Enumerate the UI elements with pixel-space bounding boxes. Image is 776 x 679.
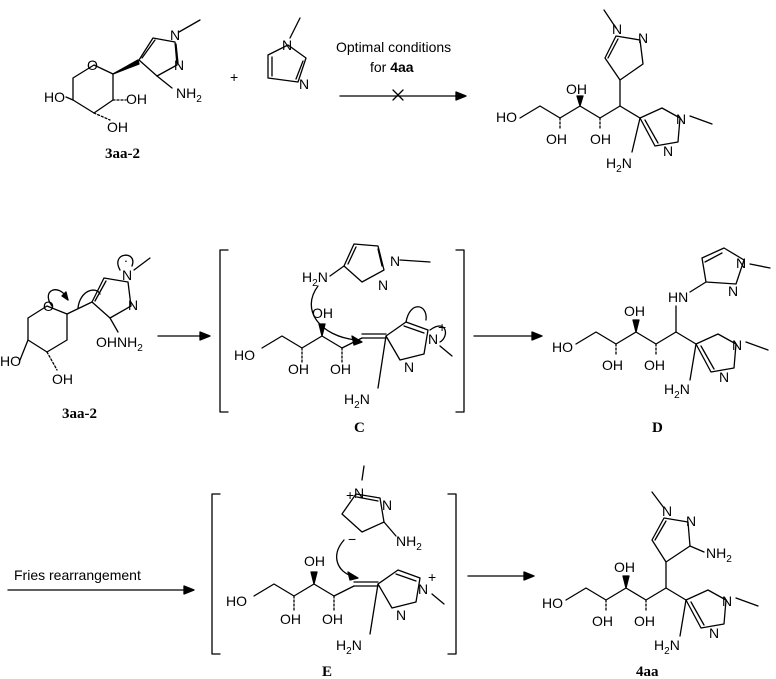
e-oh-a: OH — [280, 611, 301, 627]
ring-oxygen: O — [87, 57, 98, 73]
e-top-n1: N — [354, 485, 364, 501]
d-h2n: H2N — [664, 381, 690, 401]
intermediate-C: N N H2N HO OH OH OH N + N H2N C — [219, 243, 465, 436]
label-3aa-2-row1: 3aa-2 — [105, 146, 140, 162]
pz-n2: N — [299, 76, 309, 92]
f-top-n2: N — [686, 513, 696, 529]
p1-bot-n1: N — [676, 111, 686, 127]
r2-oh-b: OH — [52, 371, 73, 387]
oh-2: OH — [107, 119, 128, 135]
pz-n1: N — [282, 37, 292, 53]
p1-h2n: H2N — [606, 155, 632, 175]
label-E: E — [322, 664, 332, 679]
e-ring-n1: N — [418, 581, 428, 597]
row1-reactant-3aa-2: O N N NH2 HO OH OH 3aa-2 — [44, 19, 202, 162]
label-4aa: 4aa — [636, 664, 659, 679]
d-oh-a: OH — [602, 357, 623, 373]
row1-reactant-methylpyrazole: N N — [267, 17, 309, 92]
r2-ho: HO — [0, 353, 21, 369]
r2-n2: N — [128, 297, 138, 313]
condition-line2: for 4aa — [370, 59, 414, 75]
f-oh-b: OH — [614, 559, 635, 575]
n2: N — [174, 57, 184, 73]
label-D: D — [652, 420, 663, 436]
intermediate-E: + N N − NH2 HO OH OH OH N + N H2N E — [211, 465, 457, 679]
f-bot-n2: N — [709, 625, 719, 641]
r2-lone-pair: : — [124, 249, 128, 265]
d-oh-b: OH — [624, 303, 645, 319]
d-oh-c: OH — [644, 357, 665, 373]
row3-arrow-fries: Fries rearrangement — [7, 567, 195, 595]
ho-1: HO — [44, 89, 65, 105]
f-bot-n1: N — [722, 593, 732, 609]
d-hn: HN — [668, 289, 688, 305]
p1-oh-b: OH — [566, 81, 587, 97]
c-oh-a: OH — [288, 361, 309, 377]
c-oh-c: OH — [330, 361, 351, 377]
row2-start-3aa-2: O N N : OHNH2 HO OH 3aa-2 — [0, 249, 151, 422]
e-minus: − — [348, 531, 356, 547]
r2-ring-o: O — [43, 298, 54, 314]
f-ho: HO — [542, 595, 563, 611]
nh2-label: NH2 — [176, 85, 202, 105]
p1-top-n1: N — [612, 21, 622, 37]
plus-sign: + — [230, 69, 238, 85]
e-oh-b: OH — [304, 553, 325, 569]
f-oh-a: OH — [592, 613, 613, 629]
d-bot-n2: N — [719, 369, 729, 385]
c-oh-b: OH — [312, 305, 333, 321]
row1-arrow: Optimal conditions for 4aa — [336, 39, 467, 101]
d-ho: HO — [552, 339, 573, 355]
p1-top-n2: N — [638, 30, 648, 46]
label-3aa-2-row2: 3aa-2 — [62, 406, 97, 422]
f-top-n1: N — [662, 503, 672, 519]
e-h2n: H2N — [336, 637, 362, 657]
e-ho: HO — [226, 593, 247, 609]
d-top-n2: N — [728, 283, 738, 299]
d-top-n1: N — [736, 255, 746, 271]
e-top-n2: N — [382, 497, 392, 513]
c-ho: HO — [234, 347, 255, 363]
row1-product: HO OH OH OH N N N N H2N — [496, 9, 713, 175]
c-attack-n2: N — [390, 253, 400, 269]
f-h2n: H2N — [654, 637, 680, 657]
oh-3: OH — [126, 91, 147, 107]
r2-oh-nh2: OHNH2 — [96, 334, 143, 354]
fries-label: Fries rearrangement — [14, 567, 141, 583]
c-h2n-attack: H2N — [302, 269, 328, 289]
c-attack-n1: N — [378, 277, 388, 293]
p1-bot-n2: N — [663, 143, 673, 159]
condition-line1: Optimal conditions — [336, 39, 451, 55]
p1-ho: HO — [496, 109, 517, 125]
d-bot-n1: N — [732, 337, 742, 353]
f-top-nh2: NH2 — [706, 545, 732, 565]
e-ring-n2: N — [396, 607, 406, 623]
product-4aa: HO OH OH OH N N NH2 N N H2N 4aa — [542, 491, 759, 679]
e-oh-c: OH — [322, 611, 343, 627]
p1-oh-c: OH — [590, 131, 611, 147]
f-oh-c: OH — [634, 613, 655, 629]
c-h2n: H2N — [344, 391, 370, 411]
e-top-nh2: NH2 — [396, 533, 422, 553]
e-top-plus: + — [346, 487, 354, 503]
c-ring-n2: N — [404, 359, 414, 375]
label-C: C — [354, 420, 365, 436]
e-plus: + — [428, 569, 436, 585]
p1-oh-a: OH — [546, 131, 567, 147]
product-D: HO OH OH OH HN N N N N H2N D — [552, 247, 771, 436]
r2-n1: N — [122, 267, 132, 283]
c-ring-n1: N — [428, 331, 438, 347]
n1: N — [170, 27, 180, 43]
